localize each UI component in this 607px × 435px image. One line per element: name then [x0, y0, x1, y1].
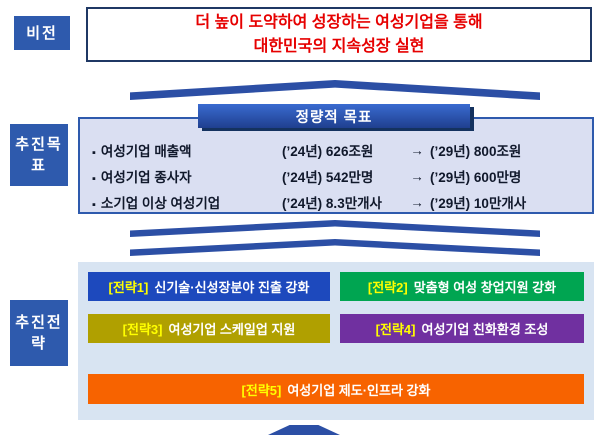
chevron-up-icon — [130, 80, 540, 100]
vision-line-1: 더 높이 도약하여 성장하는 여성기업을 통해 — [195, 14, 483, 32]
goal-value-2029: (’29년) 800조원 — [430, 144, 522, 159]
chevron-up-icon — [268, 425, 340, 435]
strategy-4-text: 여성기업 친화환경 조성 — [421, 322, 549, 337]
strategy-box-2: [전략2] 맞춤형 여성 창업지원 강화 — [340, 272, 584, 301]
goal-name: ▪ 소기업 이상 여성기업 — [92, 192, 282, 212]
bullet-icon: ▪ — [92, 147, 96, 159]
right-arrow-icon: → — [410, 168, 424, 184]
strategy-box-3: [전략3] 여성기업 스케일업 지원 — [88, 314, 330, 343]
goal-value-2024: (’24년) 542만명 — [282, 170, 374, 185]
strategy-1-text: 신기술·신성장분야 진출 강화 — [154, 280, 310, 295]
strategy-5-tag: [전략5] — [241, 382, 282, 398]
strategy-2-text: 맞춤형 여성 창업지원 강화 — [413, 280, 557, 295]
strategy-1-tag: [전략1] — [108, 280, 149, 295]
vision-line-2: 대한민국의 지속성장 실현 — [253, 37, 425, 55]
vision-section-label: 비전 — [14, 16, 70, 50]
strategy-3-text: 여성기업 스케일업 지원 — [168, 322, 296, 337]
right-arrow-icon: → — [410, 142, 424, 158]
strategy-box-4: [전략4] 여성기업 친화환경 조성 — [340, 314, 584, 343]
goals-section-label: 추진목 표 — [10, 124, 68, 186]
strategy-box-5: [전략5] 여성기업 제도·인프라 강화 — [88, 374, 584, 404]
right-arrow-icon: → — [410, 194, 424, 210]
strategy-3-tag: [전략3] — [122, 322, 163, 337]
bullet-icon: ▪ — [92, 199, 96, 211]
goal-name-text: 여성기업 매출액 — [100, 144, 192, 159]
goals-section-label-line-1: 추진목 — [15, 136, 63, 153]
goal-value-2024: (’24년) 8.3만개사 — [282, 196, 382, 211]
goals-section-label-line-2: 표 — [31, 157, 47, 174]
chevron-up-icon — [130, 220, 540, 237]
quantitative-goals-header: 정량적 목표 — [198, 104, 470, 128]
goal-value-2029: (’29년) 10만개사 — [430, 196, 527, 211]
bullet-icon: ▪ — [92, 173, 96, 185]
strategy-section-label-line-1: 추진전 — [15, 314, 63, 331]
strategy-box-1: [전략1] 신기술·신성장분야 진출 강화 — [88, 272, 330, 301]
goals-box: ▪ 여성기업 매출액 (’24년) 626조원 → (’29년) 800조원 ▪ 여… — [78, 117, 594, 214]
quantitative-goals-header-text: 정량적 목표 — [295, 109, 373, 126]
goal-row-small-enterprises: ▪ 소기업 이상 여성기업 (’24년) 8.3만개사 → (’29년) 10만개… — [80, 189, 592, 215]
goal-name-text: 여성기업 종사자 — [100, 170, 192, 185]
goal-row-workers: ▪ 여성기업 종사자 (’24년) 542만명 → (’29년) 600만명 — [80, 163, 592, 189]
vision-section-label-text: 비전 — [26, 24, 58, 42]
goal-name: ▪ 여성기업 매출액 — [92, 140, 282, 160]
chevron-up-icon — [130, 239, 540, 256]
goal-row-sales: ▪ 여성기업 매출액 (’24년) 626조원 → (’29년) 800조원 — [80, 137, 592, 163]
goal-name-text: 소기업 이상 여성기업 — [100, 196, 221, 211]
goal-name: ▪ 여성기업 종사자 — [92, 166, 282, 186]
strategy-4-tag: [전략4] — [375, 322, 416, 337]
goal-value-2024: (’24년) 626조원 — [282, 144, 374, 159]
vision-box: 더 높이 도약하여 성장하는 여성기업을 통해 대한민국의 지속성장 실현 — [86, 7, 592, 62]
strategy-2-tag: [전략2] — [367, 280, 408, 295]
strategy-section-label: 추진전 략 — [10, 300, 68, 366]
strategy-section-label-line-2: 략 — [31, 335, 47, 352]
goal-value-2029: (’29년) 600만명 — [430, 170, 522, 185]
strategy-5-text: 여성기업 제도·인프라 강화 — [287, 382, 431, 398]
